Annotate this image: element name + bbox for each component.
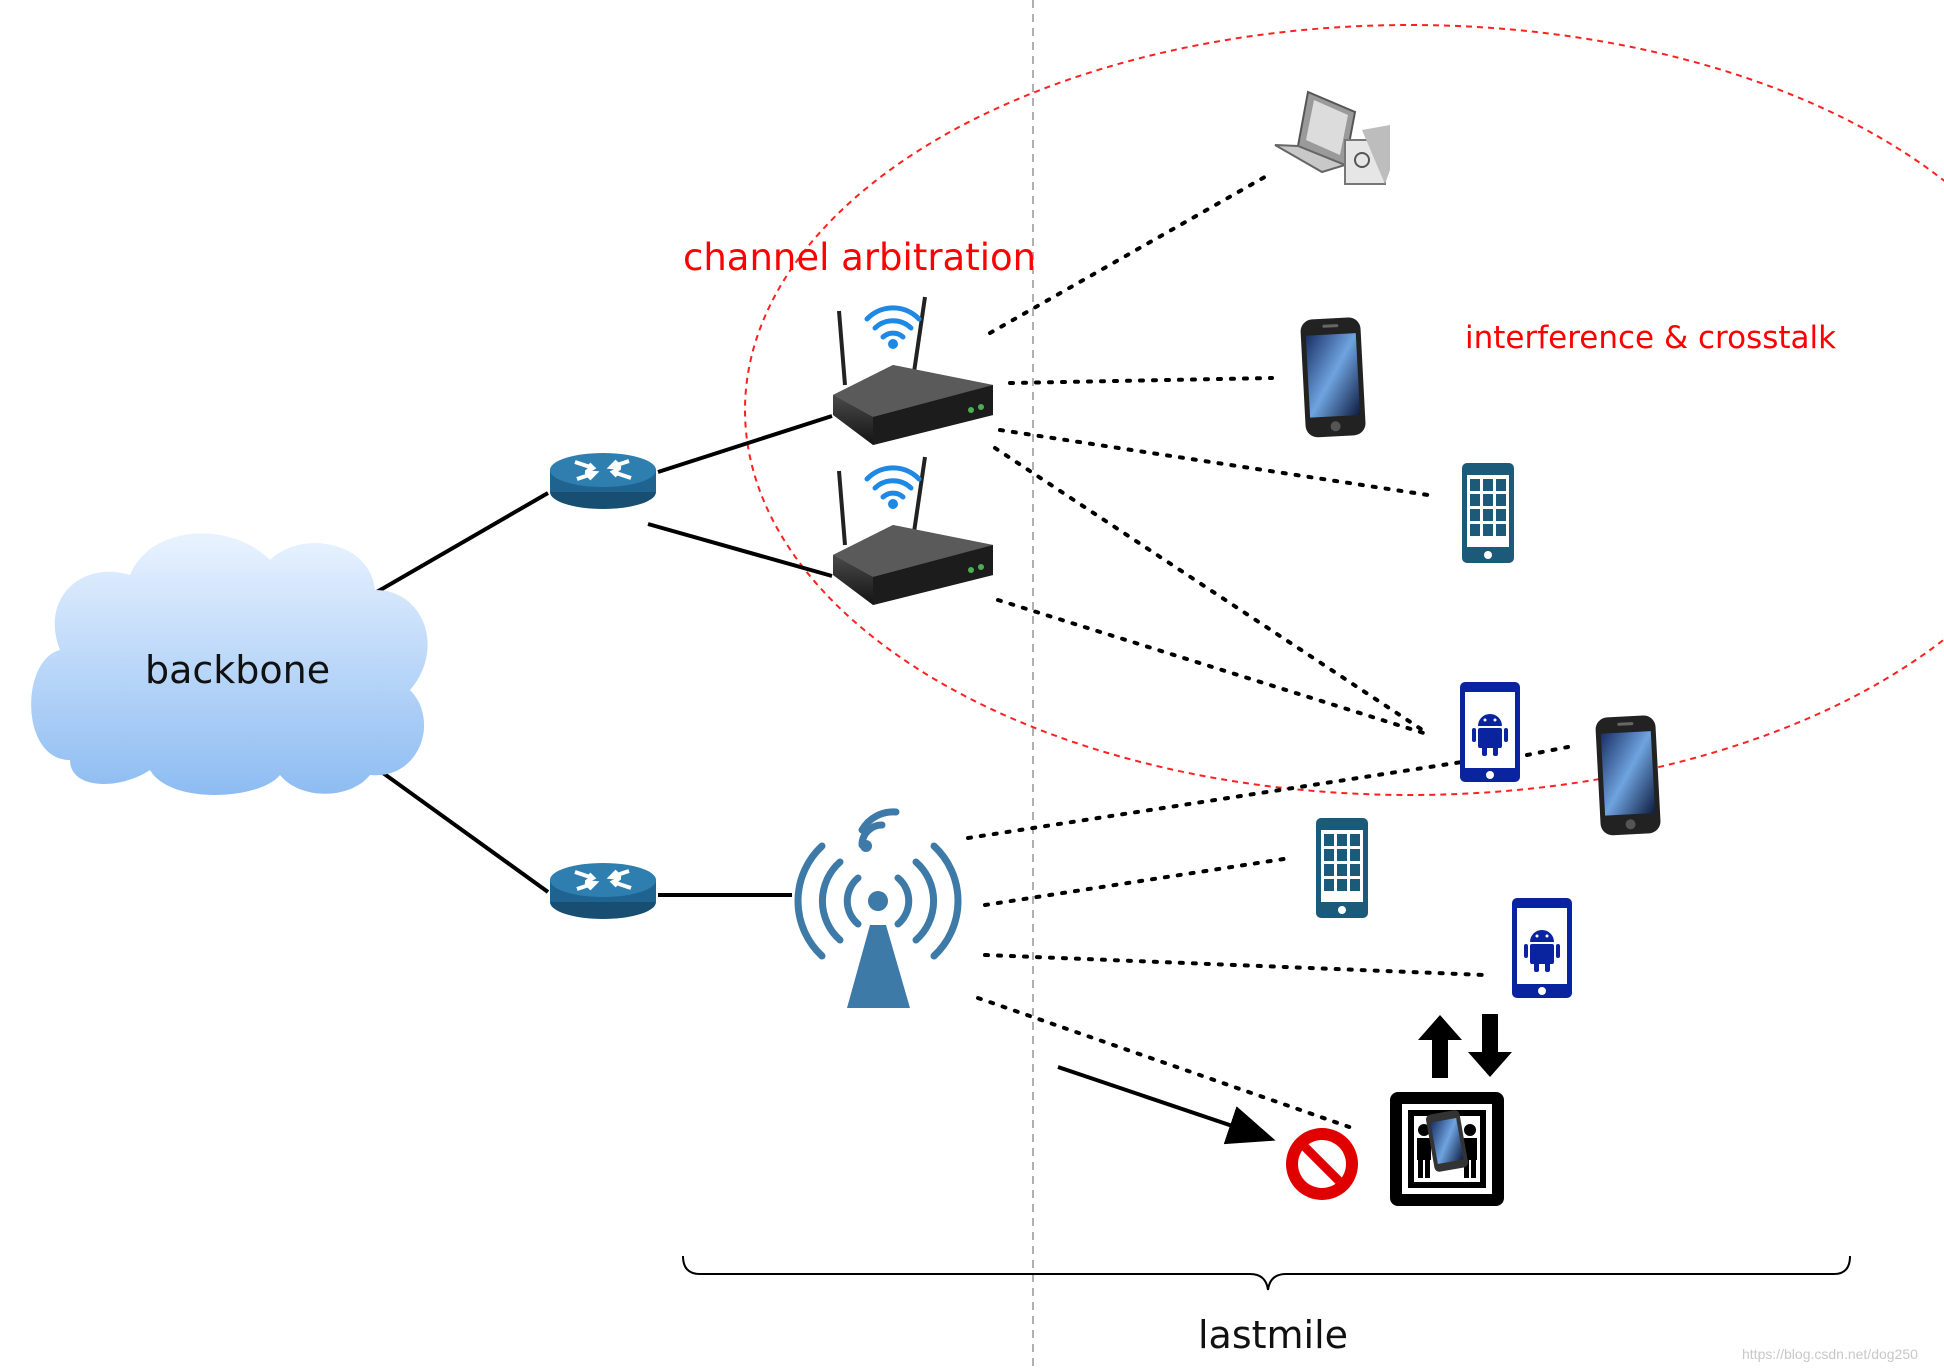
lastmile-brace bbox=[682, 1255, 1851, 1291]
no-entry-icon bbox=[1286, 1128, 1358, 1200]
router-icon bbox=[548, 861, 658, 921]
tablet-icon bbox=[1462, 463, 1514, 563]
android-phone-icon bbox=[1512, 898, 1572, 998]
wireless-tower-icon bbox=[794, 808, 962, 1008]
channel-arbitration-label: channel arbitration bbox=[683, 236, 1037, 279]
watermark: https://blog.csdn.net/dog250 bbox=[1742, 1346, 1918, 1362]
backbone-label: backbone bbox=[145, 648, 331, 692]
smartphone-icon bbox=[1300, 316, 1367, 438]
elevator-icon bbox=[1390, 1014, 1512, 1206]
blocked-arrow bbox=[1057, 1065, 1276, 1145]
wireless-links bbox=[966, 172, 1570, 1132]
wired-links bbox=[363, 414, 833, 897]
interference-zone bbox=[744, 24, 1944, 796]
router-icon bbox=[548, 451, 658, 511]
cloud-icon bbox=[31, 533, 428, 795]
tablet-icon bbox=[1316, 818, 1368, 918]
wifi-router-icon bbox=[833, 297, 993, 445]
android-phone-icon bbox=[1460, 682, 1520, 782]
smartphone-icon bbox=[1595, 714, 1662, 836]
laptop-icon bbox=[1274, 90, 1390, 185]
wifi-router-icon bbox=[833, 457, 993, 605]
interference-label: interference & crosstalk bbox=[1465, 320, 1837, 356]
lastmile-label: lastmile bbox=[1198, 1313, 1349, 1357]
